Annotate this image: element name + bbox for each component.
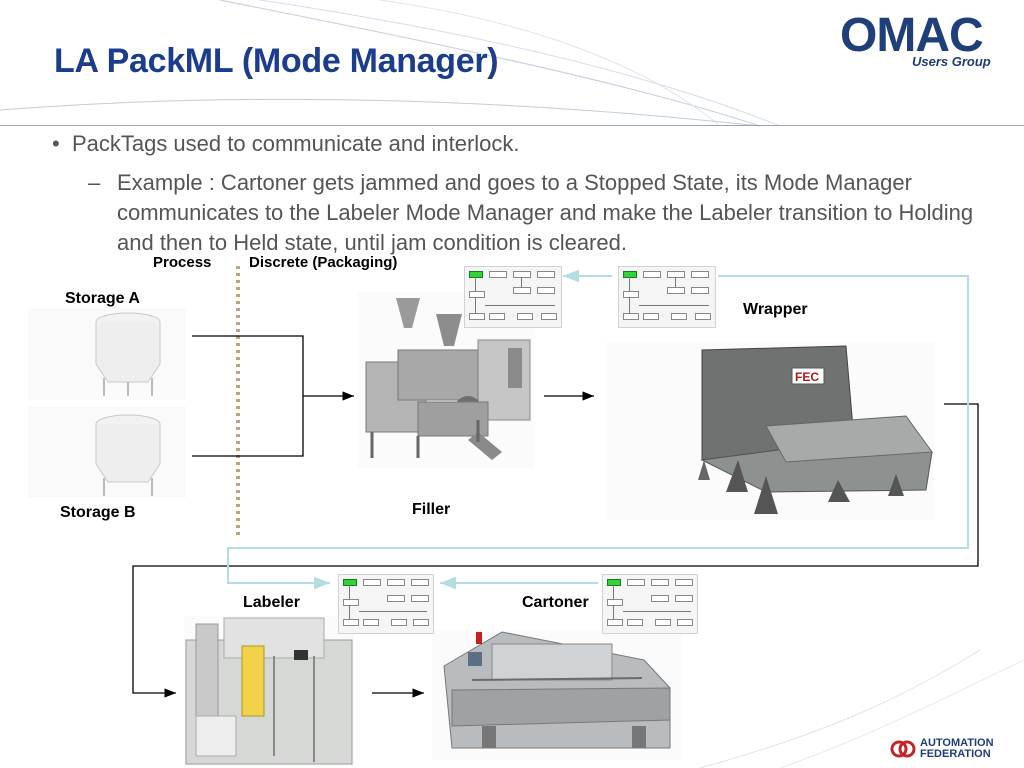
cartoner-machine-image: [432, 630, 682, 760]
state-box: [517, 313, 533, 320]
state-box: [607, 599, 623, 606]
state-box: [343, 599, 359, 606]
transition-line: [629, 297, 630, 313]
title-divider: [0, 125, 1024, 126]
mode-manager-wrapper: [618, 266, 716, 328]
omac-logo: OMAC: [840, 9, 984, 62]
sub-bullet-dash: –: [88, 170, 101, 195]
state-box: [671, 313, 687, 320]
mode-manager-cartoner: [602, 574, 698, 634]
storage-a-label: Storage A: [65, 290, 140, 307]
transition-line: [639, 305, 709, 306]
state-box: [489, 271, 507, 278]
federation-emblem-icon: [890, 740, 916, 758]
state-box: [675, 579, 693, 586]
state-box: [541, 313, 557, 320]
state-box: [627, 619, 643, 626]
transition-line: [475, 297, 476, 313]
state-box: [655, 619, 671, 626]
state-box: [667, 271, 685, 278]
omac-logo-subtitle: Users Group: [912, 54, 991, 69]
state-box: [363, 619, 379, 626]
transition-line: [475, 277, 476, 291]
state-box: [537, 271, 555, 278]
labeler-label: Labeler: [243, 594, 300, 611]
state-box: [469, 313, 485, 320]
state-box: [627, 579, 645, 586]
state-box: [643, 313, 659, 320]
state-box: [623, 291, 639, 298]
process-label: Process: [153, 254, 212, 271]
cartoner-label: Cartoner: [522, 594, 589, 611]
state-box: [411, 595, 429, 602]
state-box: [691, 287, 709, 294]
transition-line: [613, 605, 614, 619]
discrete-label: Discrete (Packaging): [249, 254, 398, 271]
bullet-text: PackTags used to communicate and interlo…: [71, 131, 520, 156]
bullet-packtags: • PackTags used to communicate and inter…: [52, 131, 520, 156]
transition-line: [485, 305, 555, 306]
state-box: [489, 313, 505, 320]
transition-line: [359, 611, 427, 612]
start-state-icon: [343, 579, 357, 586]
transition-line: [613, 585, 614, 599]
state-box: [391, 619, 407, 626]
transition-line: [675, 277, 676, 287]
start-state-icon: [607, 579, 621, 586]
mode-manager-filler: [464, 266, 562, 328]
slide-title: LA PackML (Mode Manager): [54, 42, 499, 80]
state-box: [513, 271, 531, 278]
sub-bullet-example: – Example : Cartoner gets jammed and goe…: [88, 168, 1008, 258]
state-box: [607, 619, 623, 626]
state-box: [387, 595, 405, 602]
state-box: [691, 271, 709, 278]
labeler-machine-image: [184, 616, 354, 766]
state-box: [411, 579, 429, 586]
state-box: [667, 287, 685, 294]
state-box: [623, 313, 639, 320]
federation-line1: AUTOMATION: [920, 737, 994, 749]
state-box: [675, 595, 693, 602]
wrapper-label: Wrapper: [743, 301, 808, 318]
transition-line: [521, 277, 522, 287]
state-box: [643, 271, 661, 278]
state-box: [651, 579, 669, 586]
state-box: [695, 313, 711, 320]
svg-text:FEC: FEC: [795, 370, 819, 384]
storage-b-label: Storage B: [60, 504, 136, 521]
transition-line: [623, 611, 691, 612]
mode-manager-labeler: [338, 574, 434, 634]
state-box: [677, 619, 693, 626]
storage-a-tank-image: [28, 308, 186, 400]
transition-line: [349, 605, 350, 619]
automation-federation-logo: AUTOMATION FEDERATION: [890, 736, 1020, 762]
start-state-icon: [469, 271, 483, 278]
wrapper-machine-image: FEC: [606, 342, 934, 520]
filler-label: Filler: [412, 501, 451, 518]
storage-b-tank-image: [28, 406, 186, 498]
state-box: [651, 595, 669, 602]
start-state-icon: [623, 271, 637, 278]
state-box: [537, 287, 555, 294]
sub-bullet-text: Example : Cartoner gets jammed and goes …: [117, 170, 974, 255]
state-box: [413, 619, 429, 626]
state-box: [387, 579, 405, 586]
transition-line: [349, 585, 350, 599]
state-box: [513, 287, 531, 294]
federation-line2: FEDERATION: [920, 748, 991, 760]
state-box: [469, 291, 485, 298]
state-box: [363, 579, 381, 586]
state-box: [343, 619, 359, 626]
transition-line: [629, 277, 630, 291]
